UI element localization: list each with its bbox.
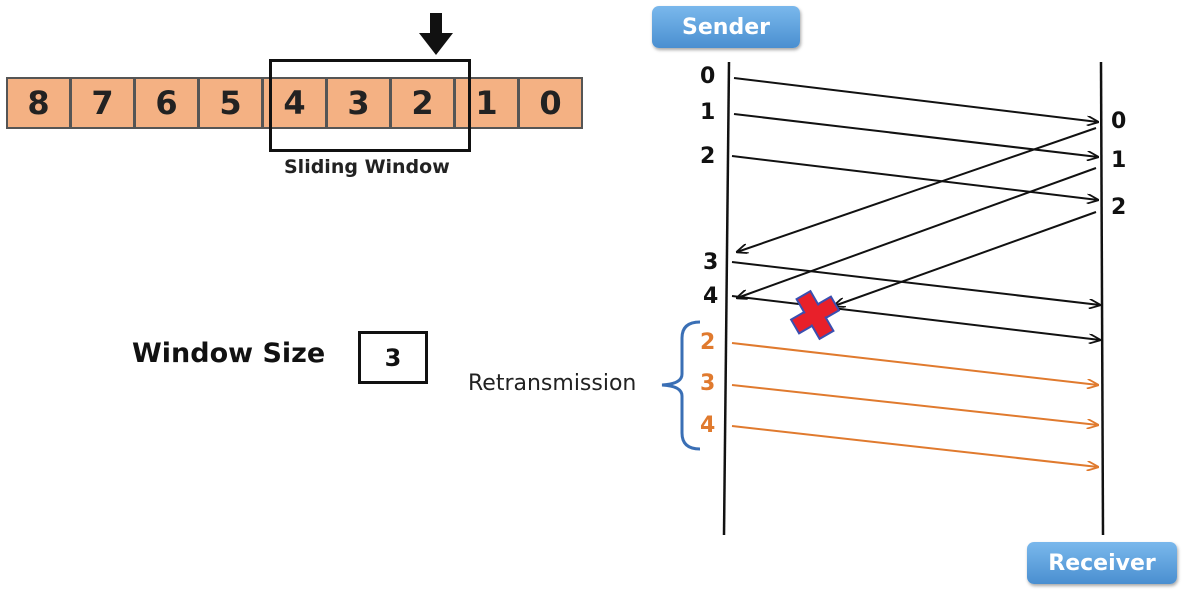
ack-arrow-1 — [737, 167, 1097, 298]
retransmit-arrow-2 — [731, 342, 1098, 385]
frame-cell: 2 — [390, 77, 455, 129]
sliding-window-box — [269, 59, 471, 152]
frame-arrow-3 — [731, 261, 1100, 305]
retransmit-arrow-4 — [731, 425, 1098, 467]
sender-seq-1: 1 — [700, 100, 716, 125]
frame-cell: 1 — [454, 77, 519, 129]
ack-arrow-2 — [834, 211, 1097, 306]
frame-arrow-2 — [731, 155, 1098, 200]
receiver-seq-2: 2 — [1111, 195, 1127, 220]
retransmission-bracket — [661, 320, 701, 451]
sender-button[interactable]: Sender — [652, 6, 800, 48]
sender-seq-2: 2 — [700, 144, 716, 169]
frame-arrow-1 — [733, 113, 1098, 157]
receiver-timeline — [1099, 61, 1105, 536]
retransmission-label: Retransmission — [468, 371, 637, 396]
sender-seq-3: 3 — [703, 250, 719, 275]
retransmit-arrow-3 — [731, 384, 1098, 425]
window-size-label: Window Size — [132, 338, 326, 369]
window-size-value: 3 — [358, 331, 428, 384]
receiver-seq-1: 1 — [1111, 148, 1127, 173]
receiver-seq-0: 0 — [1111, 109, 1127, 134]
lost-cross-icon — [789, 289, 841, 341]
frame-cell: 0 — [518, 77, 583, 129]
frame-cell: 8 — [6, 77, 71, 129]
sender-seq-4: 4 — [703, 284, 719, 309]
retransmit-seq-2: 2 — [700, 330, 716, 355]
retransmit-seq-3: 3 — [700, 371, 716, 396]
frame-arrow-4 — [731, 295, 1100, 340]
frame-cell: 4 — [262, 77, 327, 129]
sender-timeline — [722, 61, 731, 536]
retransmit-seq-4: 4 — [700, 413, 716, 438]
frame-strip: 8 7 6 5 4 3 2 1 0 — [6, 77, 583, 129]
ack-arrow-0 — [737, 127, 1097, 252]
sender-seq-0: 0 — [700, 64, 716, 89]
pointer-arrow-icon — [419, 13, 453, 55]
frame-arrow-0 — [733, 77, 1098, 122]
frame-cell: 6 — [134, 77, 199, 129]
frame-cell: 7 — [70, 77, 135, 129]
receiver-button[interactable]: Receiver — [1027, 542, 1177, 584]
sliding-window-caption: Sliding Window — [284, 156, 450, 178]
